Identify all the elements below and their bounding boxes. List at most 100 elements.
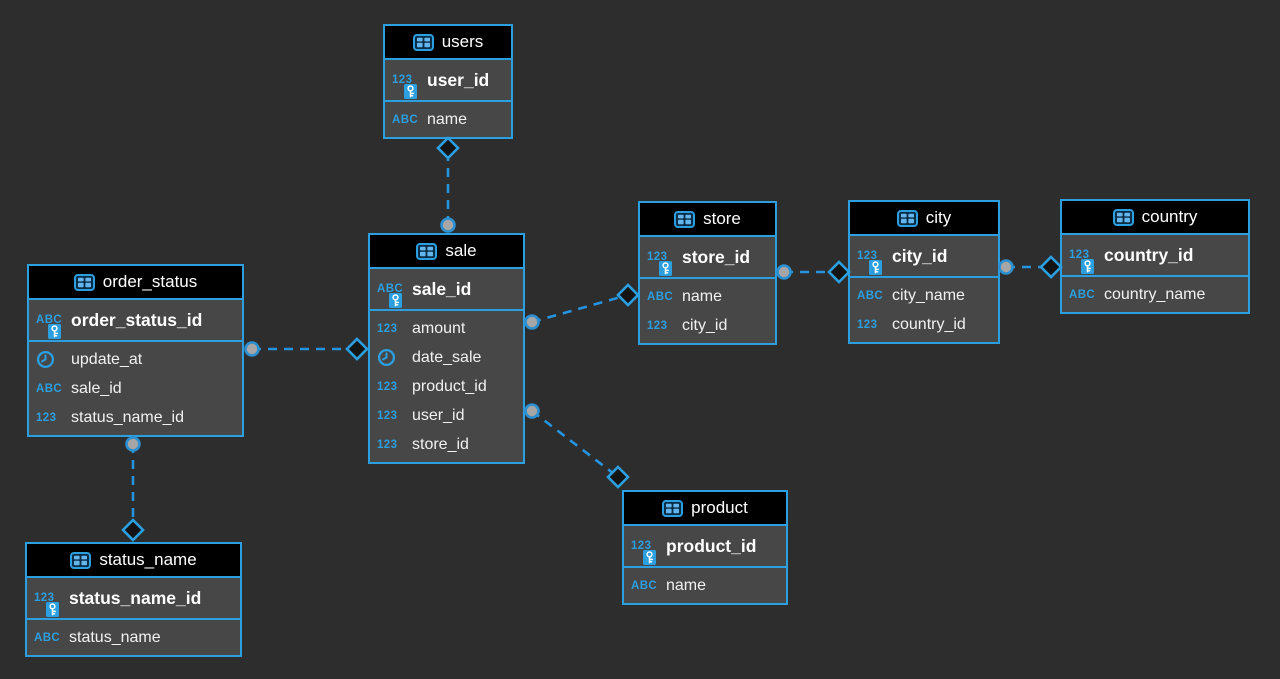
relation-line (531, 409, 619, 479)
column-name: product_id (666, 535, 757, 556)
primary-key-icon (389, 293, 402, 308)
text-type-icon: ABC (36, 314, 64, 339)
table-header-store[interactable]: store (640, 203, 775, 237)
text-type-icon: ABC (631, 579, 658, 592)
diamond-connector-icon (616, 283, 640, 307)
circle-connector-icon (125, 436, 141, 452)
table-header-sale[interactable]: sale (370, 235, 523, 269)
column-name: date_sale (412, 348, 482, 366)
column-name: name (427, 110, 468, 128)
text-type-icon: ABC (647, 290, 674, 303)
relation-order_status-to-sale[interactable] (244, 337, 369, 361)
relation-sale-to-users[interactable] (436, 136, 460, 233)
primary-key-icon (643, 550, 656, 565)
column-name: amount (412, 319, 466, 337)
datetime-type-icon (377, 348, 405, 367)
column-row-date_sale[interactable]: date_sale (377, 343, 516, 372)
table-header-order_status[interactable]: order_status (29, 266, 242, 300)
datetime-type-icon (377, 348, 396, 367)
column-name: country_id (892, 315, 966, 333)
table-icon (73, 273, 95, 291)
table-icon (412, 33, 434, 51)
circle-connector-icon (244, 341, 260, 357)
relation-order_status-to-status_name[interactable] (121, 436, 145, 542)
table-title: users (441, 32, 484, 51)
column-name: name (666, 576, 707, 594)
column-row-update_at[interactable]: update_at (36, 345, 235, 374)
relation-sale-to-store[interactable] (524, 283, 640, 330)
table-title: status_name (99, 550, 197, 569)
column-name: country_name (1104, 285, 1206, 303)
column-row-name[interactable]: ABC name (631, 571, 779, 600)
table-header-status_name[interactable]: status_name (27, 544, 240, 578)
column-name: sale_id (412, 278, 472, 299)
number-type-icon: 123 (377, 380, 398, 393)
column-name: country_id (1104, 244, 1194, 265)
relation-sale-to-product[interactable] (524, 403, 630, 489)
table-header-city[interactable]: city (850, 202, 998, 236)
circle-connector-icon (998, 259, 1014, 275)
table-title: country (1141, 207, 1198, 226)
diamond-connector-icon (436, 136, 460, 160)
diamond-connector-icon (606, 465, 630, 489)
primary-key-icon (869, 260, 882, 275)
number-type-icon: 123 (377, 409, 398, 422)
column-name: store_id (682, 246, 751, 267)
number-type-icon: 123 (36, 411, 57, 424)
column-name: city_id (892, 245, 948, 266)
relation-line (531, 293, 629, 324)
primary-key-icon (404, 84, 417, 99)
number-type-icon: 123 (857, 250, 885, 275)
column-name: user_id (427, 69, 490, 90)
relation-city-to-country[interactable] (998, 255, 1063, 279)
columns-section: ABC name (624, 568, 786, 603)
text-type-icon: ABC (34, 631, 61, 644)
columns-section: ABC status_name (27, 620, 240, 655)
table-title: order_status (102, 272, 198, 291)
text-type-icon: ABC (36, 382, 63, 395)
column-name: status_name (69, 628, 161, 646)
table-icon (1112, 208, 1134, 226)
table-header-users[interactable]: users (385, 26, 511, 60)
column-row-status_name[interactable]: ABC status_name (34, 623, 233, 652)
number-type-icon: 123 (377, 438, 398, 451)
pk-column-row-city_id[interactable]: 123 city_id (857, 240, 991, 275)
relation-store-to-city[interactable] (776, 260, 851, 284)
table-header-country[interactable]: country (1062, 201, 1248, 235)
table-header-product[interactable]: product (624, 492, 786, 526)
